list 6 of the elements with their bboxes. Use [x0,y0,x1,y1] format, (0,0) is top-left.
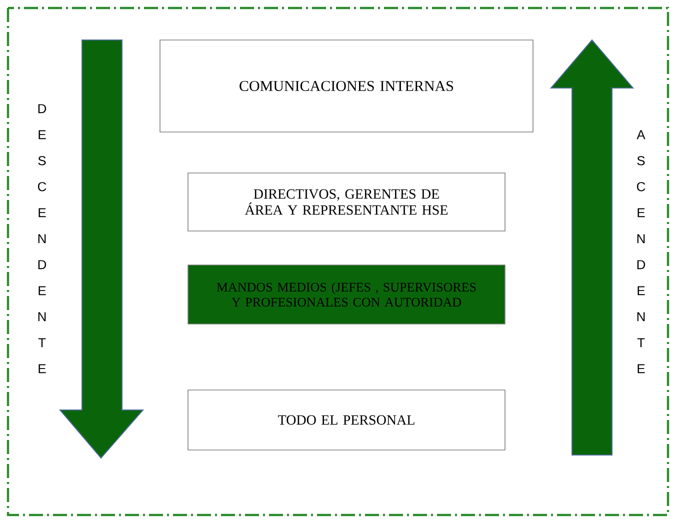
text-box: DIRECTIVOS, GERENTES DE ÁREA Y REPRESENTANTE HSE [188,172,506,232]
filled-box: MANDOS MEDIOS (JEFES , SUPERVISORES Y PROFESIONALES CON AUTORIDAD [188,264,506,324]
vertical-label: DESCENDENTE [38,104,46,374]
vertical-label: ASCENDENTE [636,130,646,374]
text-box: COMUNICACIONES INTERNAS [160,40,534,132]
text-box: TODO EL PERSONAL [188,390,506,450]
